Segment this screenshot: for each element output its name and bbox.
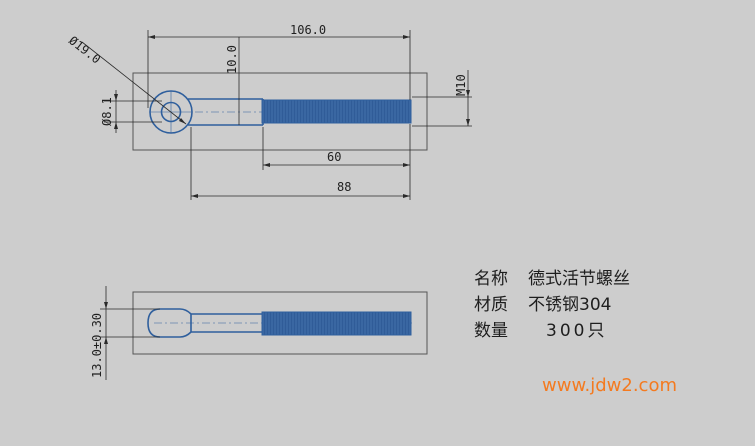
side-dimensions [100,286,160,380]
dim-shank-length: 88 [337,180,351,194]
dim-hole-diameter: Ø8.1 [100,97,114,126]
top-view [132,72,428,151]
dim-slot-width: 13.0±0.30 [90,313,104,378]
spec-quantity-value: 300只 [546,321,608,341]
spec-quantity-row: 数量 300只 [474,318,630,344]
top-view-frame [132,72,428,151]
side-view-frame [132,291,428,355]
dim-eye-offset: 10.0 [225,45,239,74]
spec-name-row: 名称德式活节螺丝 [474,266,630,292]
side-view [132,291,428,355]
dim-overall-length: 106.0 [290,23,326,37]
top-dimensions [81,30,472,200]
spec-material-label: 材质 [474,295,508,315]
spec-name-label: 名称 [474,269,508,289]
dim-thread-spec: M10 [454,74,468,96]
spec-name-value: 德式活节螺丝 [528,269,630,289]
side-head-outline [147,308,263,338]
thread-section [261,99,412,124]
spec-quantity-label: 数量 [474,321,508,341]
watermark-url: www.jdw2.com [542,375,677,396]
dim-thread-length: 60 [327,150,341,164]
side-thread-section [261,311,412,336]
spec-material-value: 不锈钢304 [528,295,612,315]
spec-table: 名称德式活节螺丝 材质不锈钢304 数量 300只 [474,266,630,344]
dim-eye-diameter: Ø19.0 [66,33,103,66]
spec-material-row: 材质不锈钢304 [474,292,630,318]
